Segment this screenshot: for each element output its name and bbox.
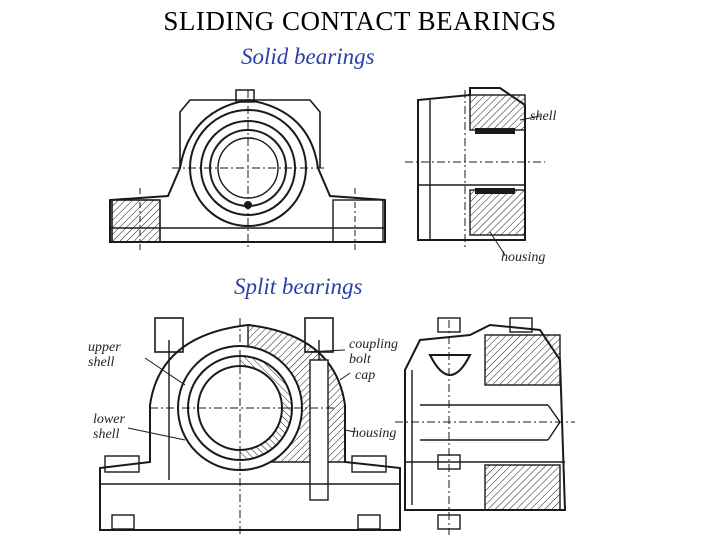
label-housing-split: housing xyxy=(352,426,397,441)
label-shell: shell xyxy=(530,109,557,124)
label-cap: cap xyxy=(355,368,376,383)
label-housing-solid: housing xyxy=(501,250,546,265)
label-coupling-bolt: coupling bolt xyxy=(349,337,398,367)
label-lower-shell: lower shell xyxy=(93,412,125,442)
solid-bearing-side-section xyxy=(405,87,545,256)
split-bearing-front-view xyxy=(99,317,401,535)
solid-bearing-front-view xyxy=(109,89,386,250)
split-bearing-side-section xyxy=(395,317,575,535)
page-title: SLIDING CONTACT BEARINGS xyxy=(163,6,557,36)
split-bearings-heading: Split bearings xyxy=(234,274,363,299)
label-upper-shell: upper shell xyxy=(88,340,121,370)
solid-bearings-heading: Solid bearings xyxy=(241,44,375,69)
